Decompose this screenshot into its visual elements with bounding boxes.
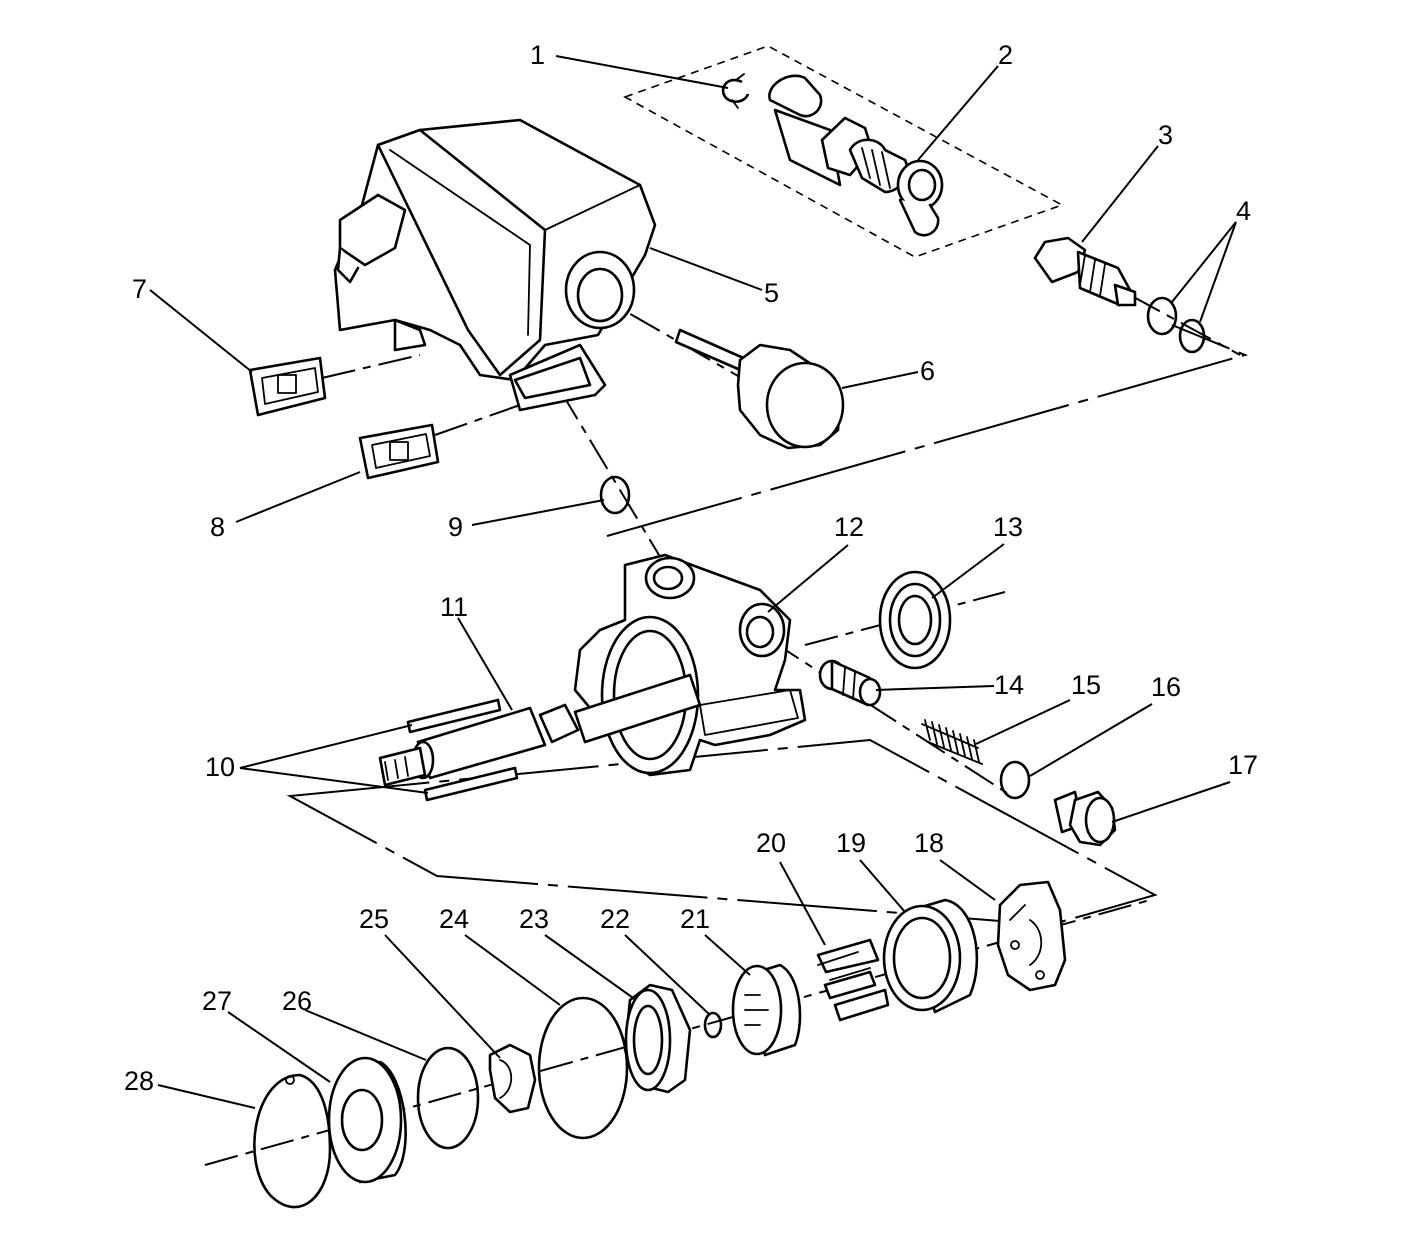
callout-11: 11: [440, 592, 468, 622]
callout-14: 14: [994, 670, 1024, 700]
flow-control-axis: [769, 639, 1011, 796]
bracket-clip-8-part: [358, 423, 440, 480]
callout-8: 8: [210, 512, 225, 542]
bracket-axis-8: [434, 404, 521, 436]
callout-26: 26: [282, 986, 312, 1016]
pump-rotor-part: [731, 963, 802, 1057]
callout-27: 27: [202, 986, 232, 1016]
plug-o-ring-part: [999, 760, 1031, 800]
callout-18: 18: [914, 828, 944, 858]
cam-ring-part: [882, 898, 979, 1014]
drive-shaft-part: [378, 673, 702, 787]
callout-24: 24: [439, 904, 469, 934]
callout-21: 21: [680, 904, 710, 934]
callout-16: 16: [1151, 672, 1181, 702]
callout-2: 2: [998, 40, 1013, 70]
valve-plug-part: [1053, 790, 1117, 847]
callout-1: 1: [530, 40, 545, 70]
callout-19: 19: [836, 828, 866, 858]
shaft-seal-part: [878, 570, 952, 670]
thrust-plate-part: [623, 983, 692, 1094]
fluid-level-sensor-part: [768, 74, 944, 237]
callout-10: 10: [205, 752, 235, 782]
valve-spring-part: [921, 719, 983, 765]
callout-15: 15: [1071, 670, 1101, 700]
callout-12: 12: [834, 512, 864, 542]
callout-9: 9: [448, 512, 463, 542]
callout-5: 5: [764, 278, 779, 308]
dowel-pins-part: [406, 698, 519, 802]
callout-22: 22: [600, 904, 630, 934]
sensor-group-outline: [623, 45, 1064, 258]
callout-7: 7: [132, 274, 147, 304]
pressure-fitting-axis: [1129, 294, 1241, 356]
bracket-axis-7: [321, 354, 421, 379]
end-cover-o-ring-part: [416, 1046, 480, 1150]
end-cover-part: [327, 1056, 407, 1184]
pump-housing-part: [573, 553, 807, 777]
thrust-plate-o-ring-part: [537, 996, 629, 1140]
callout-13: 13: [993, 512, 1023, 542]
pressure-plate-part: [996, 880, 1067, 992]
fitting-o-rings-part: [1146, 296, 1206, 354]
callout-28: 28: [124, 1066, 154, 1096]
retaining-clip-part: [721, 73, 750, 109]
callout-25: 25: [359, 904, 389, 934]
bracket-clip-7-part: [248, 356, 327, 417]
pressure-fitting-part: [1033, 236, 1137, 307]
reservoir-o-ring-part: [599, 475, 631, 515]
reservoir-mount-plane: [606, 324, 1249, 537]
reservoir-part: [333, 118, 657, 412]
leader-lines: [149, 55, 1237, 1109]
callout-3: 3: [1158, 120, 1173, 150]
end-cover-retaining-ring-part: [253, 1073, 332, 1209]
pump-vanes-part: [816, 938, 890, 1022]
flow-control-valve-part: [818, 659, 882, 707]
callout-17: 17: [1228, 750, 1258, 780]
end-plate-spring-part: [488, 1043, 537, 1114]
pump-housing-plane: [286, 738, 1158, 927]
callout-4: 4: [1236, 196, 1251, 226]
callout-23: 23: [519, 904, 549, 934]
callout-labels: 1 2 3 4 5 6 7 8 9 10 11 12 13 14 15 16 1…: [124, 40, 1258, 1096]
rotor-snap-ring-part: [703, 1011, 723, 1039]
callout-6: 6: [920, 356, 935, 386]
callout-20: 20: [756, 828, 786, 858]
filler-cap-part: [674, 328, 845, 450]
